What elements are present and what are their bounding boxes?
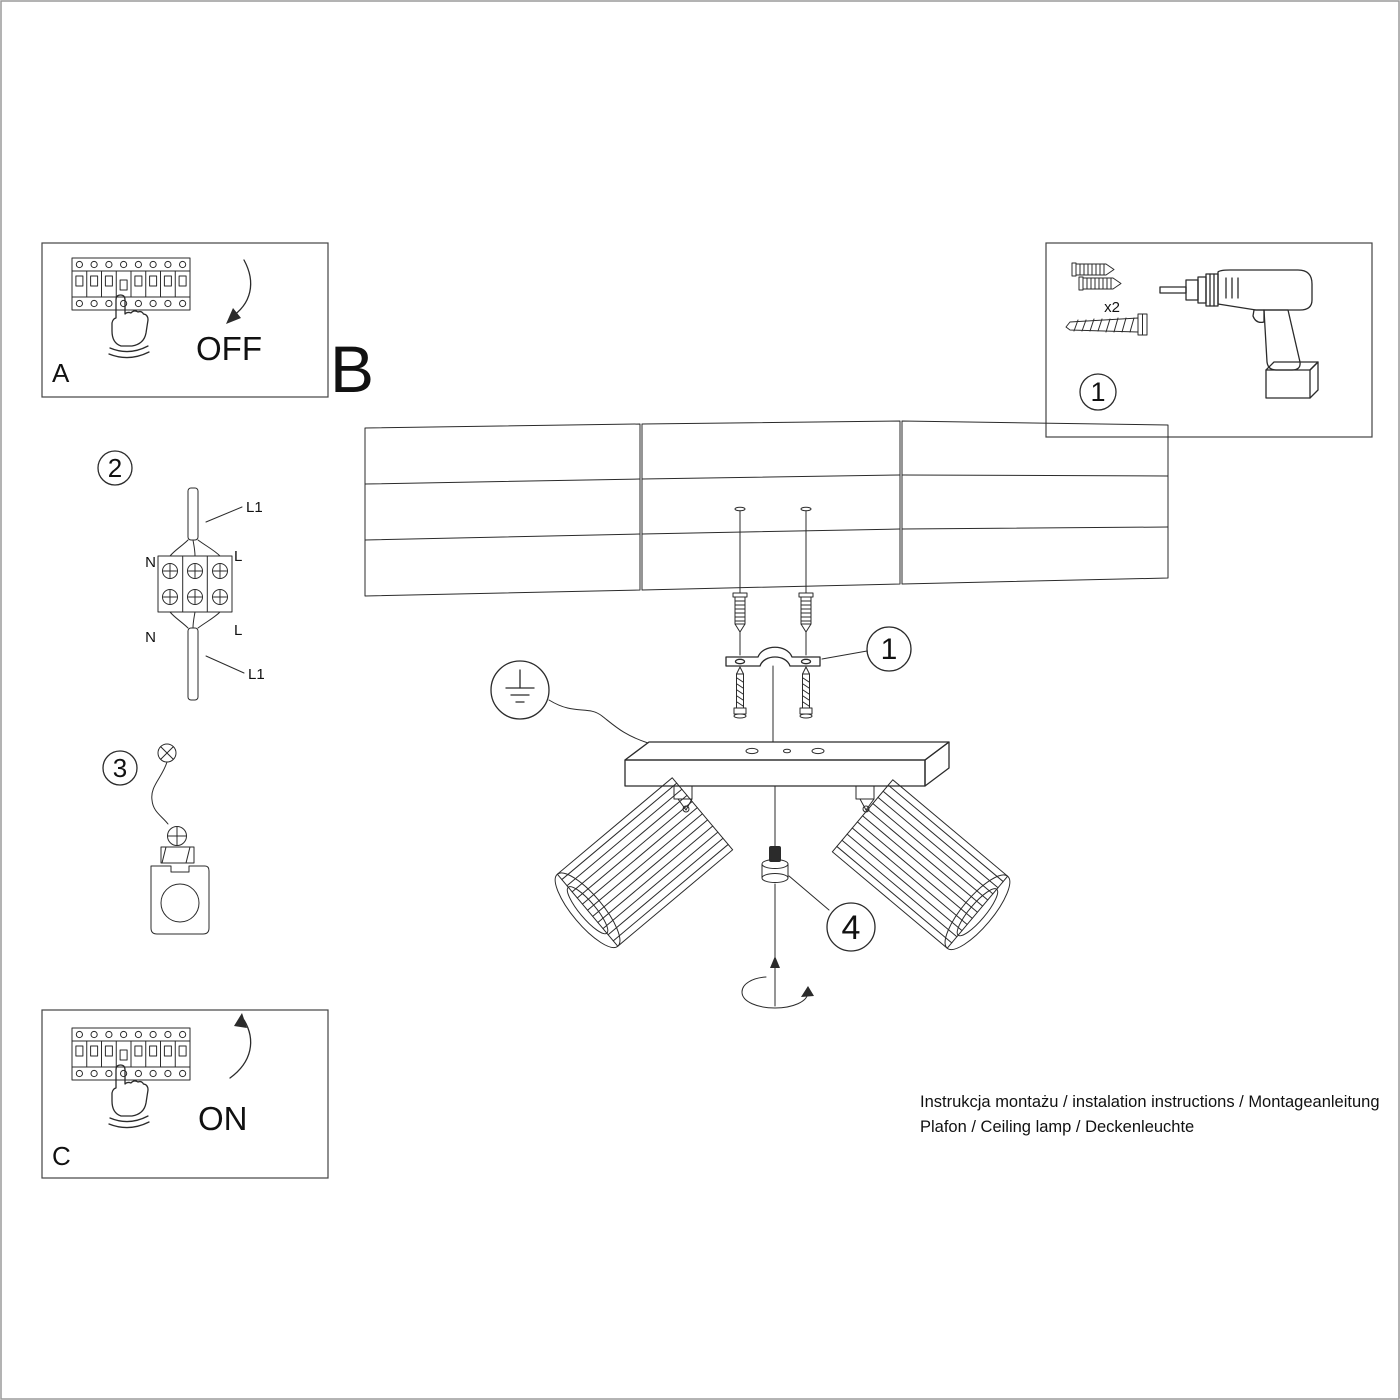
on-label: ON bbox=[198, 1100, 248, 1137]
wire-label-n-top: N bbox=[145, 554, 156, 571]
panel-c-letter: C bbox=[52, 1141, 71, 1171]
panel-c: ON C bbox=[41, 1009, 329, 1179]
parts-step-badge: 1 bbox=[1079, 373, 1117, 411]
lamp-holder-right bbox=[855, 785, 875, 813]
lamp-shade-right bbox=[831, 779, 1011, 950]
ground-wire bbox=[151, 761, 169, 825]
step-4-callout: 4 bbox=[788, 875, 876, 952]
footer-line-2: Plafon / Ceiling lamp / Deckenleuchte bbox=[920, 1118, 1194, 1136]
wiring-diagram bbox=[157, 487, 245, 701]
circuit-breaker-icon bbox=[71, 1027, 191, 1081]
circuit-breaker-icon bbox=[71, 257, 191, 311]
mounting-bracket bbox=[725, 646, 821, 667]
panel-a-letter: A bbox=[52, 358, 70, 388]
step-2-number: 2 bbox=[108, 453, 122, 483]
bracket-callout: 1 bbox=[821, 626, 912, 672]
arrow-up-icon bbox=[229, 1013, 252, 1079]
lamp-shade-left bbox=[554, 777, 734, 948]
wire-label-l1-bottom: L1 bbox=[248, 666, 265, 683]
wire-label-l1-top: L1 bbox=[246, 499, 263, 516]
lamp-bracket-part-icon bbox=[150, 865, 210, 935]
footer-line-1: Instrukcja montażu / instalation instruc… bbox=[920, 1093, 1380, 1111]
ground-symbol bbox=[490, 660, 649, 744]
bracket-callout-number: 1 bbox=[881, 633, 898, 666]
bracket-screw-left bbox=[733, 666, 747, 719]
step-3-ground: 3 bbox=[102, 743, 210, 935]
step-2-badge: 2 bbox=[97, 450, 133, 486]
anchor-quantity-label: x2 bbox=[1104, 299, 1120, 316]
step-3-badge: 3 bbox=[102, 750, 138, 786]
rotation-arrow-icon bbox=[741, 956, 814, 1009]
wire-label-n-bottom: N bbox=[145, 629, 156, 646]
arrow-down-icon bbox=[226, 259, 252, 324]
parts-panel: x2 1 bbox=[1045, 242, 1373, 438]
drill-icon bbox=[1159, 269, 1319, 399]
screw-icon bbox=[1065, 313, 1148, 336]
ground-terminal-icon bbox=[160, 826, 195, 864]
ceiling-lamp: 4 bbox=[554, 741, 1011, 1009]
step-2-wiring: 2 L1 N L N L L1 bbox=[97, 450, 265, 701]
wire-label-l-top: L bbox=[234, 548, 242, 565]
step-3-number: 3 bbox=[113, 753, 127, 783]
step-4-number: 4 bbox=[842, 909, 861, 947]
wire-label-l-bottom: L bbox=[234, 622, 242, 639]
ceiling-screw-left bbox=[732, 506, 748, 656]
section-b-letter: B bbox=[330, 332, 374, 406]
ceiling-screw-right bbox=[798, 506, 814, 656]
ceiling-planks bbox=[364, 420, 1169, 597]
parts-panel-box bbox=[1045, 242, 1373, 438]
wall-plug-icon bbox=[1071, 262, 1122, 291]
panel-a: OFF A bbox=[41, 242, 329, 398]
mounting-hardware: 1 bbox=[725, 506, 912, 743]
footer: Instrukcja montażu / instalation instruc… bbox=[920, 1093, 1380, 1136]
ground-leader-wire bbox=[548, 699, 649, 744]
parts-step-number: 1 bbox=[1090, 377, 1105, 407]
adjustment-knob bbox=[761, 846, 789, 883]
off-label: OFF bbox=[196, 330, 262, 367]
bracket-screw-right bbox=[799, 666, 813, 719]
